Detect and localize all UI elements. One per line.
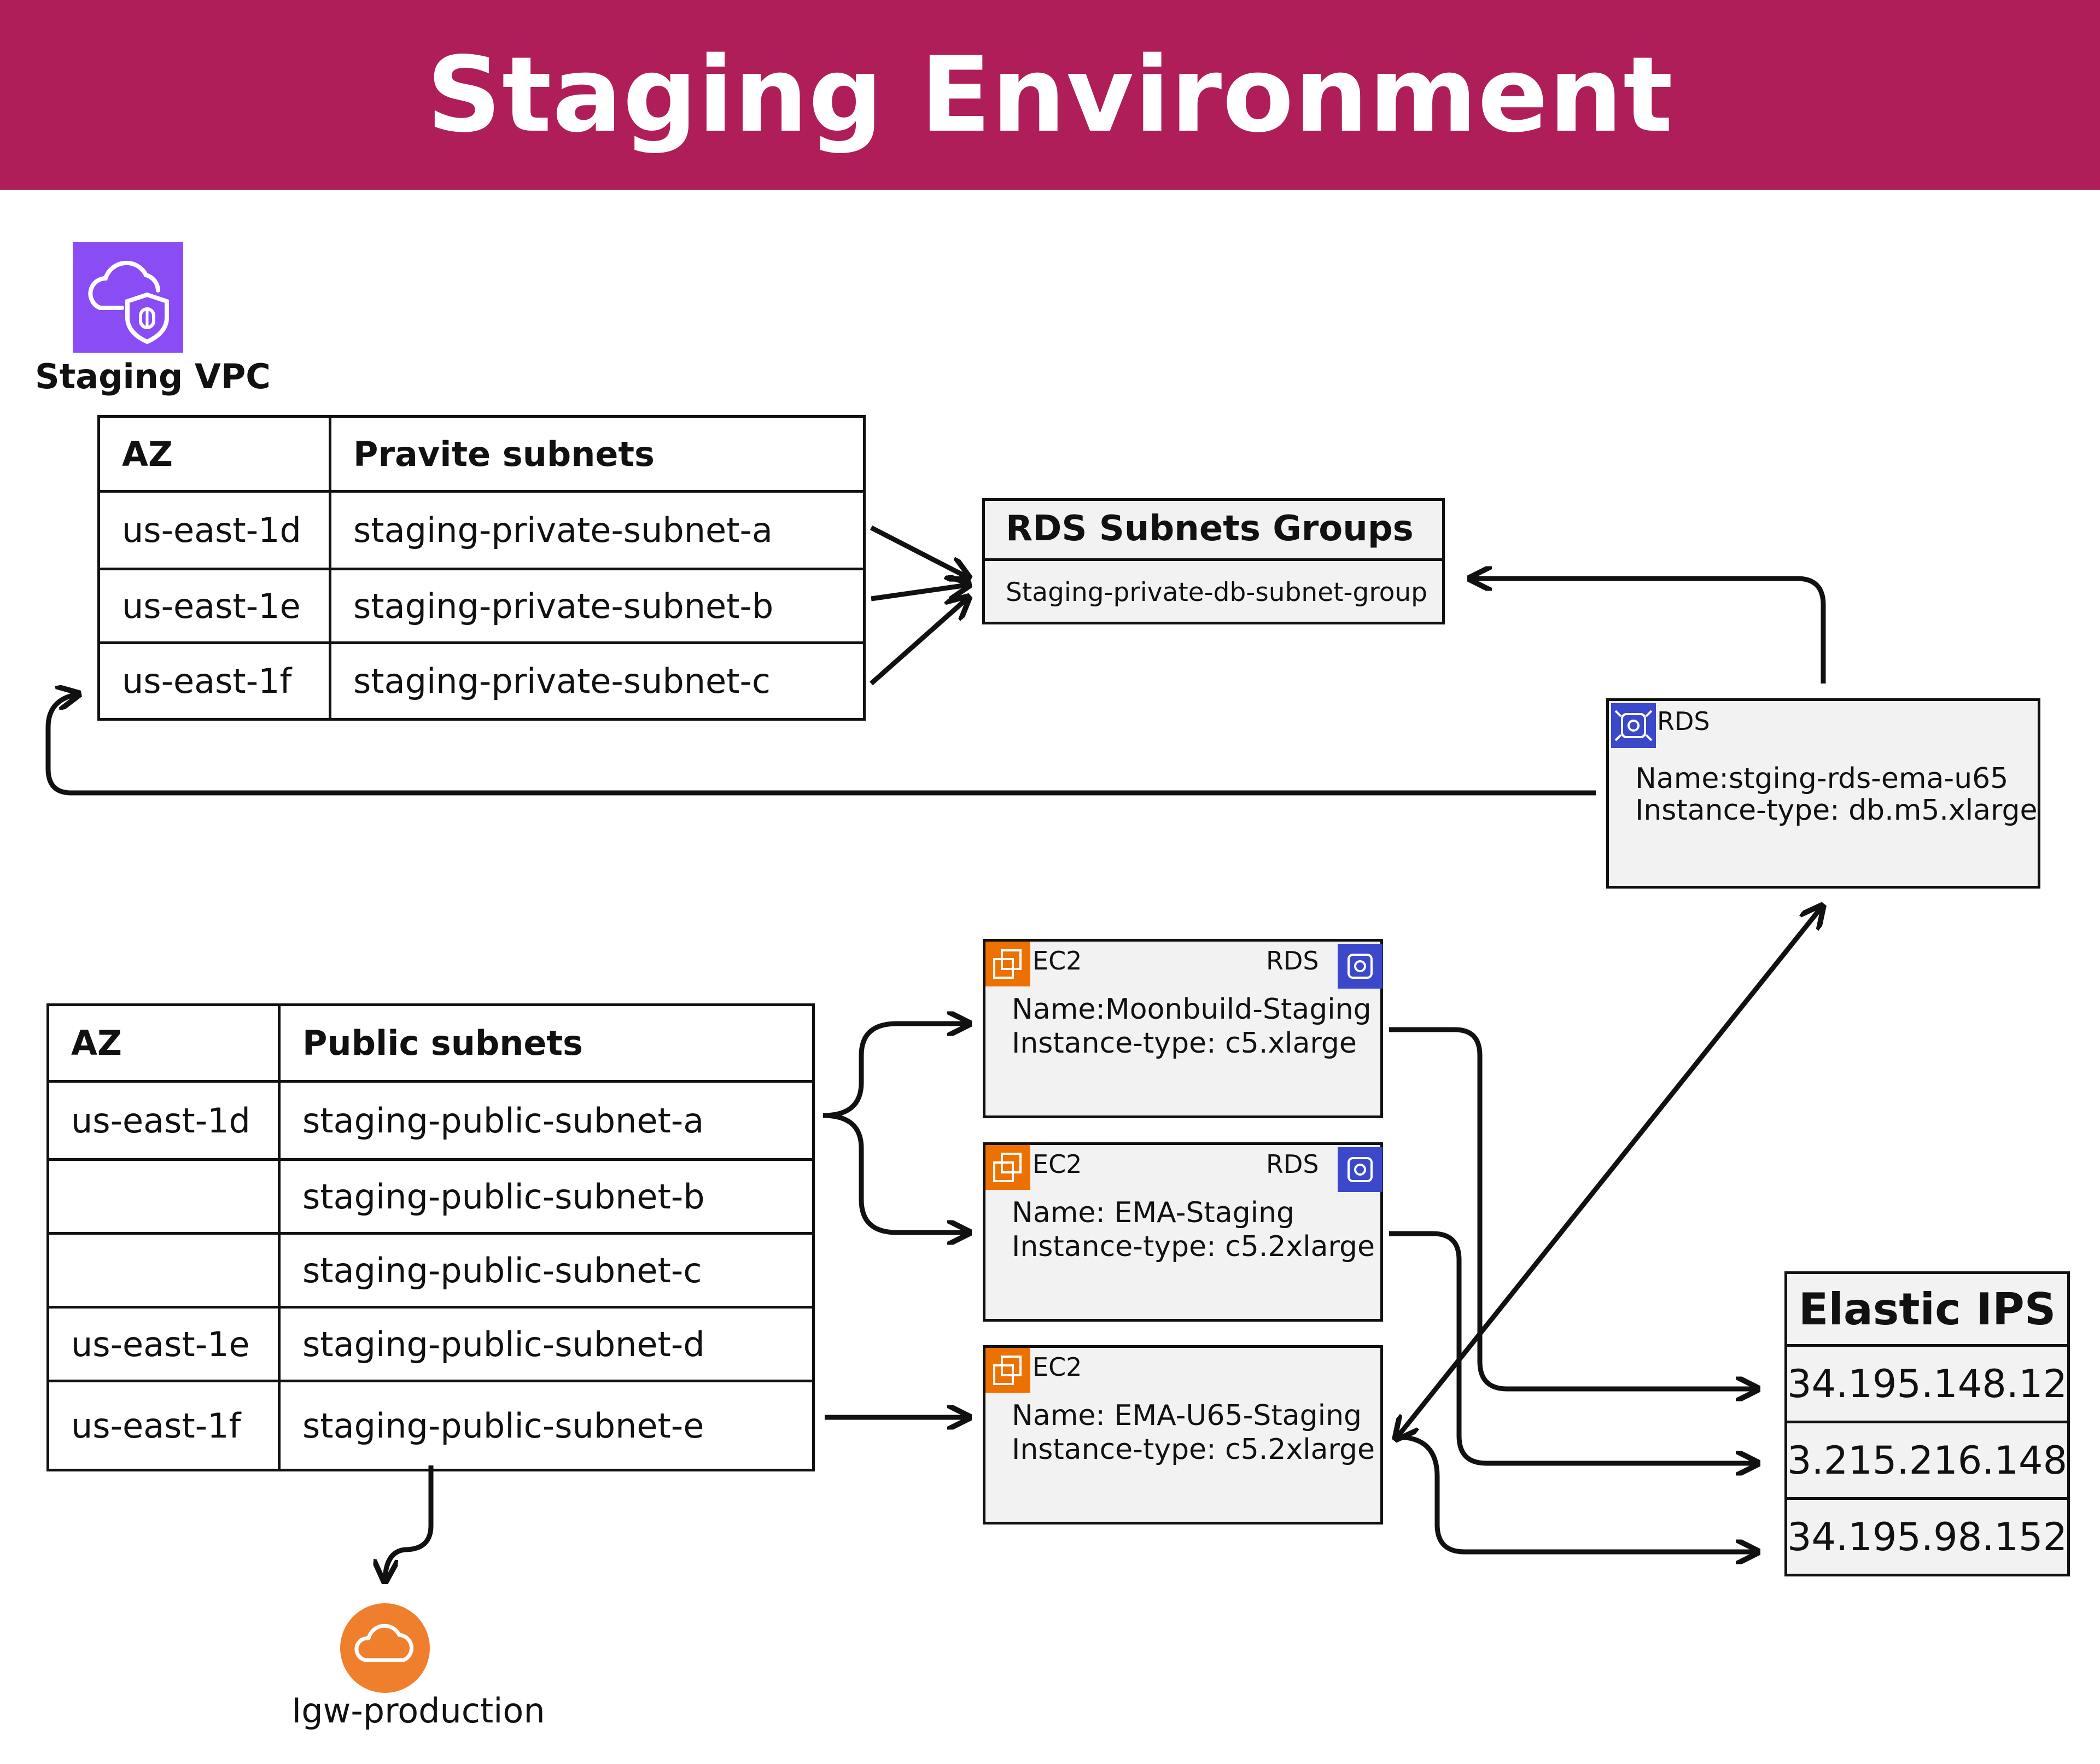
ec2-icon [985, 942, 1030, 986]
rds-icon [1338, 1147, 1382, 1192]
az-cell: us-east-1f [97, 641, 331, 721]
subnet-cell: staging-public-subnet-d [278, 1306, 815, 1382]
rds-type-label: RDS [1657, 706, 1710, 736]
ec2-name: Name: EMA-Staging [1012, 1196, 1295, 1229]
arrow-public-to-igw [385, 1465, 434, 1579]
ec2-node-ema-staging: EC2 RDS Name: EMA-Staging Instance-type:… [983, 1142, 1383, 1322]
subnet-cell: staging-public-subnet-a [278, 1080, 815, 1161]
az-header: AZ [46, 1003, 281, 1083]
elastic-ips-header: Elastic IPS [1784, 1271, 2070, 1347]
ec2-rds-label: RDS [1266, 946, 1319, 976]
public-subnets-table: AZ Public subnets us-east-1d staging-pub… [46, 1003, 815, 1471]
arrow-ec2-3-rds [1397, 908, 1821, 1437]
arrow-rds-to-subnet-group [1472, 579, 1826, 684]
subnet-cell: staging-private-subnet-c [329, 641, 866, 721]
subnet-cell: staging-private-subnet-a [329, 490, 866, 570]
arrow-rds-to-private-table [45, 694, 1596, 796]
ec2-name: Name:Moonbuild-Staging [1012, 993, 1372, 1026]
rds-instance-box: RDS Name:stging-rds-ema-u65 Instance-typ… [1606, 698, 2040, 889]
subnet-cell: staging-public-subnet-e [278, 1380, 815, 1471]
ec2-instance-type: Instance-type: c5.2xlarge [1012, 1230, 1375, 1263]
arrow-public-a-to-ec2-1 [822, 1024, 967, 1118]
az-cell: us-east-1d [97, 490, 331, 570]
public-subnets-header: Public subnets [278, 1003, 815, 1083]
ec2-node-moonbuild: EC2 RDS Name:Moonbuild-Staging Instance-… [983, 939, 1383, 1118]
igw-label: Igw-production [291, 1691, 545, 1731]
vpc-cloud-shield-icon [73, 242, 183, 353]
elastic-ips-table: Elastic IPS 34.195.148.12 3.215.216.148 … [1784, 1271, 2070, 1576]
ec2-type-label: EC2 [1032, 946, 1082, 976]
subnet-cell: staging-public-subnet-b [278, 1158, 815, 1235]
az-cell [46, 1158, 281, 1235]
page-title: Staging Environment [427, 34, 1673, 155]
ec2-instance-type: Instance-type: c5.2xlarge [1012, 1433, 1375, 1466]
rds-icon [1338, 944, 1382, 989]
ec2-node-ema-u65-staging: EC2 Name: EMA-U65-Staging Instance-type:… [983, 1345, 1383, 1524]
rds-instance-type: Instance-type: db.m5.xlarge [1635, 794, 2038, 827]
subnet-cell: staging-private-subnet-b [329, 568, 866, 644]
cloud-icon [340, 1603, 430, 1693]
rds-subnet-group-value: Staging-private-db-subnet-group [1006, 577, 1428, 608]
elastic-ip-value: 3.215.216.148 [1784, 1421, 2070, 1500]
title-banner: Staging Environment [0, 0, 2100, 190]
private-subnets-header: Pravite subnets [329, 415, 866, 493]
arrow-ec2-1-to-eip-1 [1389, 1027, 1755, 1389]
private-subnets-table: AZ Pravite subnets us-east-1d staging-pr… [97, 415, 866, 721]
rds-subnet-group-title: RDS Subnets Groups [985, 501, 1442, 561]
arrow-ec2-2-to-eip-2 [1389, 1231, 1755, 1463]
arrow-private-b [871, 585, 967, 601]
ec2-icon [985, 1348, 1030, 1393]
ec2-instance-type: Instance-type: c5.xlarge [1012, 1027, 1357, 1060]
subnet-cell: staging-public-subnet-c [278, 1232, 815, 1309]
elastic-ip-value: 34.195.98.152 [1784, 1497, 2070, 1576]
ec2-name: Name: EMA-U65-Staging [1012, 1399, 1362, 1432]
az-cell: us-east-1e [46, 1306, 281, 1382]
rds-icon [1611, 703, 1656, 748]
arrow-private-c [870, 599, 967, 686]
az-cell: us-east-1d [46, 1080, 281, 1161]
rds-subnet-group-box: RDS Subnets Groups Staging-private-db-su… [982, 498, 1445, 624]
az-cell: us-east-1e [97, 568, 331, 644]
ec2-type-label: EC2 [1032, 1352, 1082, 1382]
az-cell [46, 1232, 281, 1309]
ec2-icon [985, 1145, 1030, 1190]
vpc-label: Staging VPC [35, 357, 271, 396]
arrow-public-a-to-ec2-2 [822, 1113, 967, 1233]
ec2-type-label: EC2 [1032, 1149, 1082, 1179]
az-header: AZ [97, 415, 331, 493]
arrow-ec2-3-to-eip-3 [1397, 1434, 1755, 1552]
rds-name: Name:stging-rds-ema-u65 [1635, 762, 2009, 795]
arrow-private-a [870, 525, 967, 577]
ec2-rds-label: RDS [1266, 1149, 1319, 1179]
elastic-ip-value: 34.195.148.12 [1784, 1344, 2070, 1423]
az-cell: us-east-1f [46, 1380, 281, 1471]
